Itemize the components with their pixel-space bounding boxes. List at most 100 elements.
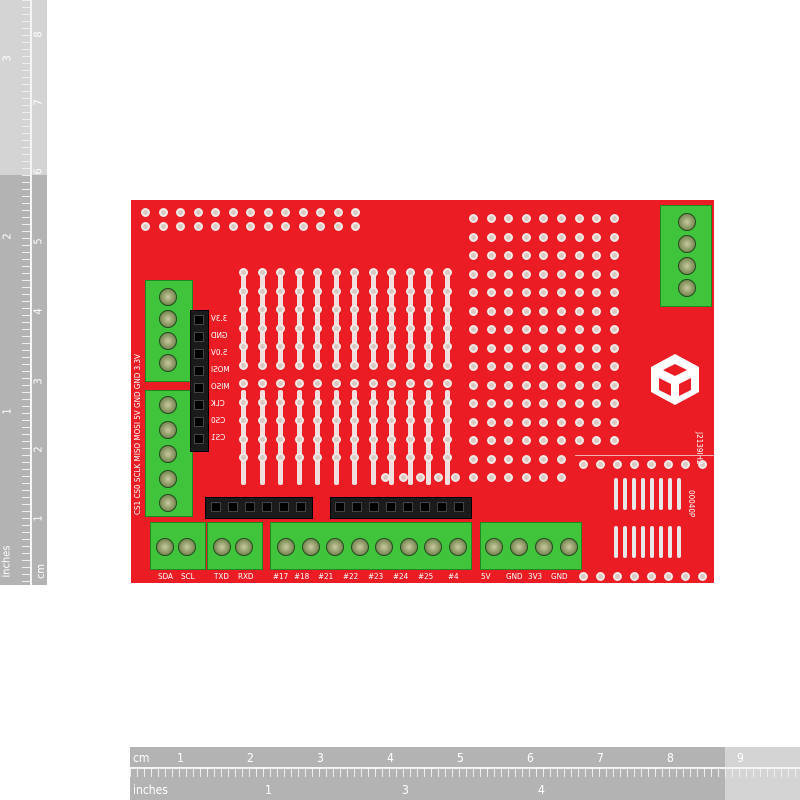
solder-pad bbox=[486, 214, 496, 223]
solder-pad bbox=[211, 222, 220, 231]
solder-pad bbox=[405, 416, 415, 425]
solder-pad bbox=[424, 453, 433, 462]
solder-pad bbox=[331, 434, 341, 444]
solder-pad bbox=[539, 436, 549, 445]
solder-pad bbox=[246, 222, 255, 231]
screw-terminal bbox=[159, 420, 177, 439]
solder-pad bbox=[141, 222, 150, 231]
solder-pad bbox=[313, 323, 322, 333]
solder-pad bbox=[609, 325, 619, 334]
solder-pad bbox=[294, 416, 304, 425]
solder-pad bbox=[239, 323, 248, 333]
solder-pad bbox=[316, 222, 325, 231]
solder-pad bbox=[405, 453, 415, 462]
solder-pad bbox=[424, 268, 433, 277]
solder-pad bbox=[228, 208, 238, 217]
solder-pad bbox=[609, 288, 619, 297]
solder-pad bbox=[609, 436, 619, 445]
inch-label: 1 bbox=[265, 783, 272, 797]
solder-pad bbox=[539, 325, 549, 334]
solder-pad bbox=[592, 362, 602, 371]
solder-pad bbox=[486, 380, 496, 390]
cm-label: 1 bbox=[177, 751, 184, 765]
solder-pad bbox=[387, 434, 396, 444]
solder-pad bbox=[574, 325, 584, 334]
solder-pad bbox=[592, 269, 602, 279]
soic-adapter-area bbox=[575, 455, 714, 584]
solder-pad bbox=[592, 436, 602, 445]
screw-terminal bbox=[375, 538, 393, 556]
solder-pad bbox=[469, 362, 478, 371]
solder-pad bbox=[442, 323, 452, 333]
solder-pad bbox=[239, 453, 248, 462]
terminal-label: #18 bbox=[294, 572, 310, 581]
header-pin-label: 5.0V bbox=[211, 348, 228, 357]
screw-terminal bbox=[159, 332, 177, 350]
solder-pad bbox=[239, 379, 248, 388]
solder-pad bbox=[387, 360, 396, 370]
solder-pad bbox=[469, 399, 478, 408]
screw-terminal bbox=[159, 494, 177, 512]
header-pin-label: MOSI bbox=[211, 365, 230, 374]
solder-pad bbox=[281, 222, 290, 231]
solder-pad bbox=[609, 306, 619, 316]
solder-pad bbox=[609, 380, 619, 390]
cm-label: 5 bbox=[457, 751, 464, 765]
left-edge-labels: CS1 CS0 SCLK MISO MOSI 5V GND GND 3.3V bbox=[133, 354, 142, 515]
header-pin-label: 3.3V bbox=[211, 314, 228, 323]
solder-pad bbox=[698, 572, 707, 581]
solder-pad bbox=[539, 454, 549, 464]
screw-terminal bbox=[424, 538, 442, 556]
cm-label: 7 bbox=[597, 751, 604, 765]
solder-pad bbox=[333, 208, 343, 217]
solder-pad bbox=[176, 208, 185, 217]
solder-pad bbox=[592, 380, 602, 390]
solder-pad bbox=[609, 343, 619, 353]
logo-icon bbox=[651, 354, 699, 405]
inch-label: 2 bbox=[0, 233, 14, 240]
solder-pad bbox=[313, 453, 322, 462]
solder-pad bbox=[592, 325, 602, 334]
screw-terminal bbox=[535, 538, 553, 556]
solder-pad bbox=[539, 399, 549, 408]
cm-label: 7 bbox=[31, 99, 45, 106]
solder-pad bbox=[469, 454, 478, 464]
solder-pad bbox=[368, 342, 378, 351]
solder-pad bbox=[442, 453, 452, 462]
solder-pad bbox=[442, 416, 452, 425]
solder-pad bbox=[521, 214, 531, 223]
solder-pad bbox=[331, 416, 341, 425]
solder-pad bbox=[398, 473, 408, 482]
solder-pad bbox=[504, 251, 514, 260]
solder-pad bbox=[557, 251, 566, 260]
solder-pad bbox=[574, 251, 584, 260]
solder-pad bbox=[647, 572, 656, 581]
solder-pad bbox=[647, 460, 656, 469]
solder-pad bbox=[574, 288, 584, 297]
solder-pad bbox=[592, 399, 602, 408]
inch-label: 3 bbox=[0, 55, 14, 62]
solder-pad bbox=[613, 572, 622, 581]
solder-pad bbox=[521, 362, 531, 371]
vertical-ruler: 3 2 1 inches 8 7 6 5 4 3 2 1 cm bbox=[0, 0, 47, 585]
solder-pad bbox=[368, 286, 378, 296]
solder-pad bbox=[257, 434, 267, 444]
solder-pad bbox=[469, 214, 478, 223]
screw-terminal bbox=[159, 445, 177, 463]
solder-pad bbox=[539, 232, 549, 242]
screw-terminal bbox=[678, 257, 696, 275]
solder-pad bbox=[557, 362, 566, 371]
cm-label: 6 bbox=[527, 751, 534, 765]
terminal-label: #17 bbox=[273, 572, 289, 581]
solder-pad bbox=[681, 572, 690, 581]
screw-terminal bbox=[301, 538, 320, 556]
solder-pad bbox=[387, 323, 396, 333]
solder-pad bbox=[442, 434, 452, 444]
solder-pad bbox=[504, 269, 514, 279]
solder-pad bbox=[368, 323, 378, 333]
solder-pad bbox=[592, 288, 602, 297]
solder-pad bbox=[294, 323, 304, 333]
solder-pad bbox=[504, 399, 514, 408]
solder-pad bbox=[239, 360, 248, 370]
solder-pad bbox=[574, 362, 584, 371]
